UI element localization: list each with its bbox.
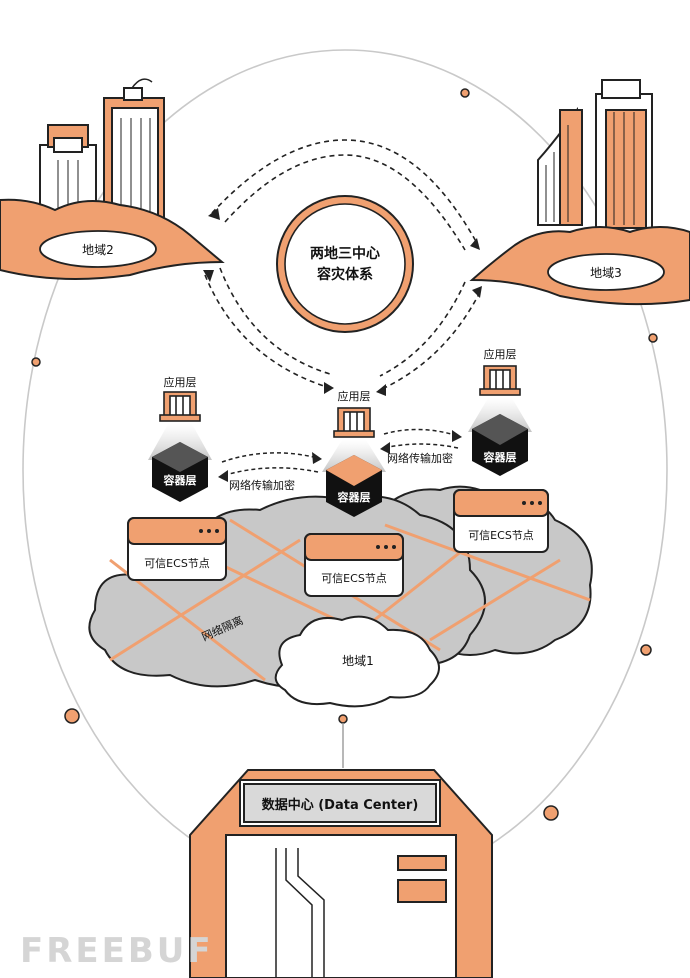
stack-right: 应用层 容器层 可信ECS节点: [453, 347, 549, 553]
container-hex-icon: 容器层: [326, 455, 382, 517]
region-2-label: 地域2: [82, 243, 114, 257]
ecs-node-middle: 可信ECS节点: [304, 533, 404, 597]
encrypt-label-right: 网络传输加密: [387, 451, 453, 465]
sync-arcs: [204, 139, 481, 391]
stack-middle: 应用层 容器层 可信ECS节点: [304, 389, 404, 597]
region-3-label: 地域3: [590, 266, 622, 280]
region-1-white-cloud: [274, 615, 440, 708]
stack-left: 应用层 容器层 可信ECS节点: [127, 375, 227, 581]
ring-dots: [31, 88, 658, 821]
encrypt-link-right: [383, 428, 459, 449]
app-cube-icon: [159, 391, 201, 422]
datacenter-label: 数据中心 (Data Center): [262, 797, 419, 813]
ecs-label-right: 可信ECS节点: [468, 529, 534, 542]
container-layer-label-right: 容器层: [483, 450, 517, 464]
container-hex-icon: 容器层: [472, 414, 528, 476]
region-2-ellipse: [39, 230, 157, 268]
building-left-tall: [103, 78, 165, 224]
region-3-ellipse: [547, 253, 665, 291]
arrow-heads: [203, 208, 482, 396]
app-cube-icon: [333, 407, 375, 438]
app-layer-label-right: 应用层: [484, 347, 517, 361]
watermark-logo: FREEBUF: [20, 931, 214, 971]
ecs-node-left: 可信ECS节点: [127, 517, 227, 581]
data-center: 数据中心 (Data Center): [189, 769, 493, 978]
center-badge: 两地三中心 容灾体系: [276, 195, 414, 333]
encrypt-label-left: 网络传输加密: [229, 478, 295, 492]
arrow-head: [380, 442, 390, 454]
encrypt-link-left: [221, 452, 319, 477]
container-layer-label-middle: 容器层: [337, 490, 371, 504]
center-title-line2: 容灾体系: [316, 266, 373, 283]
region-3-group: 地域3: [469, 79, 690, 306]
arrow-head: [218, 470, 228, 482]
app-layer-label-middle: 应用层: [338, 389, 371, 403]
ecs-label-left: 可信ECS节点: [144, 557, 210, 570]
app-layer-label-left: 应用层: [164, 375, 197, 389]
app-cube-icon: [479, 365, 521, 396]
region-1-label: 地域1: [342, 654, 374, 668]
arrow-head: [452, 430, 462, 442]
building-right-tall: [595, 79, 653, 229]
region-2-group: 地域2: [0, 78, 225, 280]
container-hex-icon: 容器层: [152, 442, 208, 502]
ecs-label-middle: 可信ECS节点: [321, 572, 387, 585]
container-layer-label-left: 容器层: [163, 473, 197, 487]
ecs-node-right: 可信ECS节点: [453, 489, 549, 553]
building-right-small: [537, 106, 583, 226]
center-title-line1: 两地三中心: [310, 245, 380, 262]
arrow-head: [312, 452, 322, 464]
